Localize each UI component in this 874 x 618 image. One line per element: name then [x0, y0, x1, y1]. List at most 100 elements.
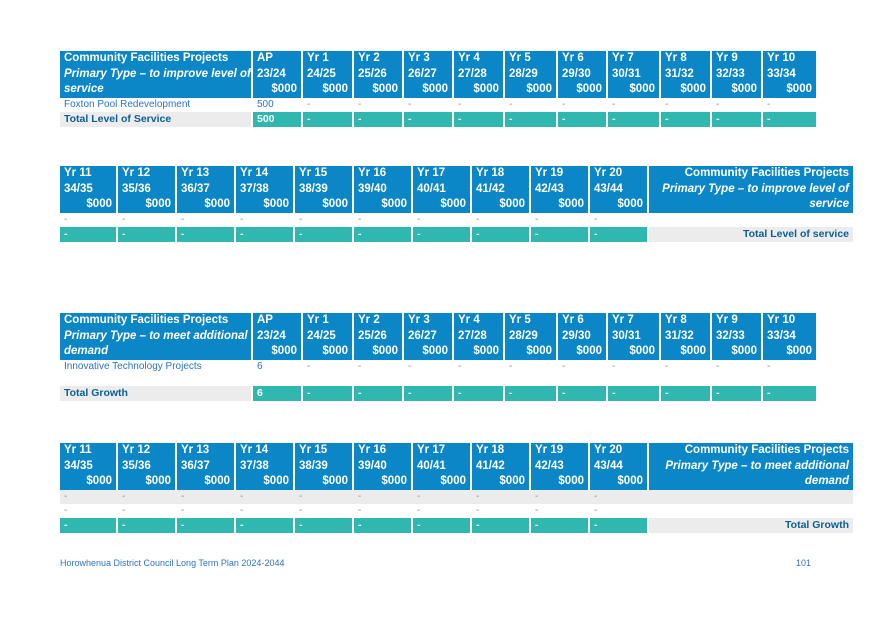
header-label: Yr 16 — [358, 444, 387, 456]
total-cell: - — [413, 227, 472, 242]
header-unit: $000 — [786, 83, 812, 95]
header-label: Yr 20 — [594, 444, 623, 456]
header-label: Yr 15 — [299, 167, 328, 179]
header-period: 33/34 — [767, 329, 796, 342]
header-period: 41/42 — [476, 182, 505, 195]
header-label: Yr 17 — [417, 167, 446, 179]
total-cell: - — [118, 227, 177, 242]
header-period: 30/31 — [612, 67, 641, 80]
table-subtitle: Primary Type – to improve level of — [662, 182, 849, 195]
column-header-yr9: Yr 9 32/33 $000 — [712, 51, 763, 98]
header-label: Yr 14 — [240, 167, 269, 179]
header-label: Yr 1 — [307, 52, 329, 64]
page-number: 101 — [796, 558, 812, 568]
header-label: Yr 14 — [240, 444, 269, 456]
cell-value: - — [358, 361, 362, 372]
header-label: Yr 10 — [767, 52, 796, 64]
header-period: 35/36 — [122, 182, 151, 195]
header-label: Yr 2 — [358, 52, 380, 64]
cell-value: - — [458, 361, 462, 372]
cell-value: - — [476, 214, 480, 225]
header-label: Yr 5 — [509, 314, 531, 326]
cell-value: - — [509, 361, 513, 372]
header-period: 38/39 — [299, 182, 328, 195]
header-label: Yr 18 — [476, 444, 505, 456]
header-unit: $000 — [263, 198, 289, 210]
cell-value: - — [562, 99, 566, 110]
total-ap-value: 500 — [253, 112, 303, 127]
table-subtitle-cont: demand — [64, 345, 109, 357]
header-unit: $000 — [558, 475, 584, 487]
cell-value: - — [307, 361, 311, 372]
header-period: 23/24 — [257, 329, 286, 342]
table-subtitle-cont: service — [809, 198, 849, 210]
total-cell: - — [177, 518, 236, 533]
header-unit: $000 — [731, 83, 757, 95]
header-period: 34/35 — [64, 459, 93, 472]
header-period: 38/39 — [299, 459, 328, 472]
header-period: 26/27 — [408, 329, 437, 342]
header-label: Yr 12 — [122, 167, 151, 179]
table-header: Community Facilities Projects Primary Ty… — [60, 313, 816, 360]
header-period: 31/32 — [665, 329, 694, 342]
header-unit: $000 — [617, 198, 643, 210]
total-cell: - — [763, 112, 816, 127]
header-unit: $000 — [263, 475, 289, 487]
header-label: Yr 19 — [535, 167, 564, 179]
header-period: 32/33 — [716, 67, 745, 80]
header-unit: $000 — [422, 83, 448, 95]
header-period: 37/38 — [240, 459, 269, 472]
header-label: Yr 13 — [181, 444, 210, 456]
header-label: Yr 9 — [716, 314, 738, 326]
total-label: Total Level of service — [649, 227, 853, 242]
header-period: 27/28 — [458, 67, 487, 80]
header-unit: $000 — [629, 345, 655, 357]
cell-value: - — [767, 361, 771, 372]
header-period: 23/24 — [257, 67, 286, 80]
header-label: Yr 6 — [562, 52, 584, 64]
table-title: Community Facilities Projects — [684, 167, 849, 179]
column-header-yr14: Yr 14 37/38 $000 — [236, 443, 295, 490]
cell-value: - — [531, 490, 590, 504]
table-row: - - - - - - - - - - — [60, 213, 853, 227]
header-period: 27/28 — [458, 329, 487, 342]
header-label: Yr 9 — [716, 52, 738, 64]
cell-value: - — [122, 505, 126, 516]
total-label: Total Growth — [60, 386, 253, 401]
header-unit: $000 — [145, 475, 171, 487]
cell-value: - — [118, 490, 177, 504]
table-subtitle-cont: demand — [804, 475, 849, 487]
header-label: Yr 10 — [767, 314, 796, 326]
cell-value: - — [358, 99, 362, 110]
footer-document-title: Horowhenua District Council Long Term Pl… — [60, 558, 285, 568]
total-row: Total Level of Service 500 - - - - - - -… — [60, 112, 816, 127]
header-period: 32/33 — [716, 329, 745, 342]
total-cell: - — [505, 386, 558, 401]
table-subtitle: Primary Type – to meet additional — [665, 459, 849, 472]
total-cell: - — [60, 227, 118, 242]
total-cell: - — [354, 386, 404, 401]
header-period: 43/44 — [594, 459, 623, 472]
header-label: Yr 3 — [408, 52, 430, 64]
header-unit: $000 — [576, 83, 602, 95]
header-period: 40/41 — [417, 459, 446, 472]
header-unit: $000 — [204, 475, 230, 487]
header-label: Yr 3 — [408, 314, 430, 326]
cell-value: - — [594, 505, 598, 516]
cell-value: - — [417, 505, 421, 516]
total-cell: - — [454, 112, 505, 127]
total-cell: - — [763, 386, 816, 401]
header-period: 36/37 — [181, 182, 210, 195]
